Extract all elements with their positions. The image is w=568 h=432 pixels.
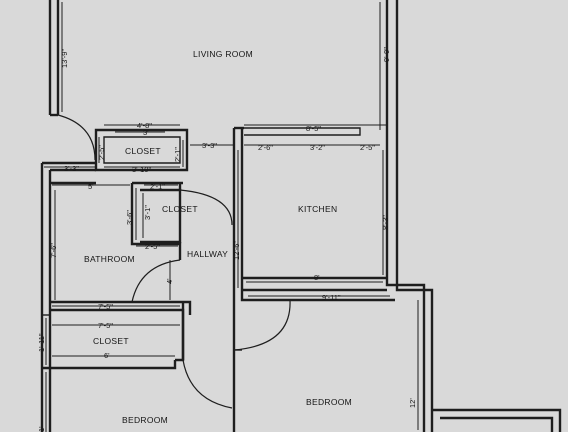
dim-closet1-left: 2'-5"	[97, 145, 106, 160]
kitchen-label: KITCHEN	[298, 204, 337, 214]
dim-kitchen-bottom: 8'	[314, 273, 320, 282]
dim-bath-width: 5'	[88, 182, 94, 191]
dim-bed-right-top: 9'-11"	[322, 293, 341, 302]
bathroom-label: BATHROOM	[84, 254, 135, 264]
dim-kitchen-seg-b: 3'-2"	[310, 143, 325, 152]
dim-hall-door: 4'	[165, 278, 174, 284]
dim-closet2-bottom: 2'-5"	[145, 242, 160, 251]
dimension-lines	[44, 2, 419, 432]
dim-kitchen-right: 8'-3"	[381, 215, 390, 230]
dim-closet2-width: 2'-1"	[150, 182, 165, 191]
dim-bath-height: 7'-6"	[49, 243, 58, 258]
dim-closet3-top: 7'-5"	[98, 302, 113, 311]
closet-mid-label: CLOSET	[162, 204, 198, 214]
closet-upper-label: CLOSET	[125, 146, 161, 156]
bedroom-right-label: BEDROOM	[306, 397, 352, 407]
dim-closet3-height: 1'-11"	[37, 333, 46, 352]
dim-kitchen-seg-c: 2'-5"	[360, 143, 375, 152]
dim-closet1-right: 2'-1"	[173, 147, 182, 162]
dim-closet2-b: 3'-1"	[143, 205, 152, 220]
dimension-labels: 13'-9" 9'-9" 4'-8" 3' 2'-5" 2'-1" 3'-10"…	[37, 47, 417, 432]
dim-left-small: 3'-3"	[64, 164, 79, 173]
dim-closet3-bottom: 6'	[104, 351, 110, 360]
dim-kitchen-top: 8'-5"	[306, 124, 321, 133]
room-labels: LIVING ROOM CLOSET CLOSET KITCHEN BATHRO…	[84, 49, 352, 425]
living-room-label: LIVING ROOM	[193, 49, 253, 59]
dim-living-right: 9'-9"	[382, 47, 391, 62]
dim-closet2-a: 3'-6"	[125, 210, 134, 225]
walls	[40, 0, 562, 432]
dim-closet1-bottom: 3'-10"	[132, 165, 151, 174]
dim-living-left: 13'-9"	[60, 49, 69, 68]
hallway-label: HALLWAY	[187, 249, 228, 259]
dim-closet1-inner: 3'	[143, 128, 149, 137]
dim-bed-right-height: 12'	[408, 398, 417, 408]
dim-kitchen-seg-a: 2'-6"	[258, 143, 273, 152]
doors	[57, 114, 291, 409]
dim-closet3-inner: 7'-5"	[98, 321, 113, 330]
dim-bed-left-small: 1'	[37, 426, 46, 432]
bedroom-left-label: BEDROOM	[122, 415, 168, 425]
dim-hall-height: 12'-6"	[232, 241, 241, 260]
closet-lower-label: CLOSET	[93, 336, 129, 346]
dim-gap: 3'-3"	[202, 141, 217, 150]
dim-closet1-top: 4'-8"	[137, 121, 152, 130]
